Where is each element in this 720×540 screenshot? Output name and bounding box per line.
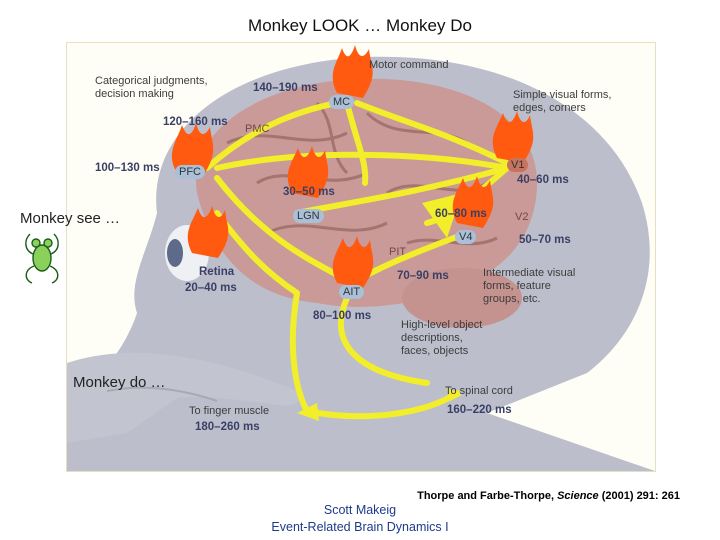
- node-pfc: PFC: [175, 165, 205, 179]
- timing-lgn: 30–50 ms: [283, 186, 335, 198]
- timing-pfc: 100–130 ms: [95, 162, 160, 174]
- timing-v4-top: 60–80 ms: [435, 208, 487, 220]
- annotation-simple-visual: Simple visual forms, edges, corners: [513, 89, 612, 114]
- annotation-spinal: To spinal cord: [445, 385, 513, 397]
- frog-icon: [25, 233, 59, 284]
- node-mc: MC: [329, 95, 355, 109]
- brain-figure: MC PMC PFC V1 LGN V2 V4 PIT AIT Retina 1…: [66, 42, 656, 472]
- timing-retina: 20–40 ms: [185, 282, 237, 294]
- course-name: Event-Related Brain Dynamics I: [271, 520, 449, 534]
- pathway-arrows: [204, 98, 510, 420]
- annotation-categorical: Categorical judgments, decision making: [95, 75, 208, 100]
- node-pmc: PMC: [245, 123, 270, 135]
- activation-flames: [171, 45, 534, 288]
- node-ait: AIT: [339, 285, 365, 299]
- citation-authors: Thorpe and Farbe-Thorpe,: [417, 490, 558, 502]
- monkey-see-label: Monkey see …: [20, 210, 121, 227]
- slide-title: Monkey LOOK … Monkey Do: [248, 16, 472, 35]
- timing-finger: 180–260 ms: [195, 421, 260, 433]
- timing-v2: 50–70 ms: [519, 234, 571, 246]
- annotation-intermediate: Intermediate visual forms, feature group…: [483, 267, 576, 305]
- hand: [67, 352, 301, 443]
- timing-ait: 80–100 ms: [313, 310, 372, 322]
- timing-v4: 70–90 ms: [397, 270, 449, 282]
- footer: Scott Makeig Event-Related Brain Dynamic…: [0, 502, 720, 536]
- citation-journal: Science: [557, 490, 599, 502]
- node-lgn: LGN: [293, 209, 324, 223]
- node-v4: V4: [455, 230, 477, 244]
- citation-details: (2001) 291: 261: [598, 490, 680, 502]
- timing-spinal: 160–220 ms: [447, 404, 512, 416]
- timing-pmc: 120–160 ms: [163, 116, 228, 128]
- annotation-finger: To finger muscle: [189, 405, 270, 417]
- author-name: Scott Makeig: [323, 503, 397, 517]
- timing-mc: 140–190 ms: [253, 82, 318, 94]
- monkey-do-label: Monkey do …: [73, 374, 166, 391]
- node-v1: V1: [507, 158, 529, 172]
- annotation-high-level: High-level object descriptions, faces, o…: [401, 319, 483, 357]
- node-v2: V2: [515, 211, 529, 223]
- cerebellum: [402, 268, 522, 328]
- citation: Thorpe and Farbe-Thorpe, Science (2001) …: [417, 490, 680, 502]
- node-retina: Retina: [199, 266, 235, 278]
- timing-v1: 40–60 ms: [517, 174, 569, 186]
- node-pit: PIT: [389, 246, 407, 258]
- annotation-motor: Motor command: [369, 59, 449, 71]
- arrow-head-main: [422, 193, 462, 238]
